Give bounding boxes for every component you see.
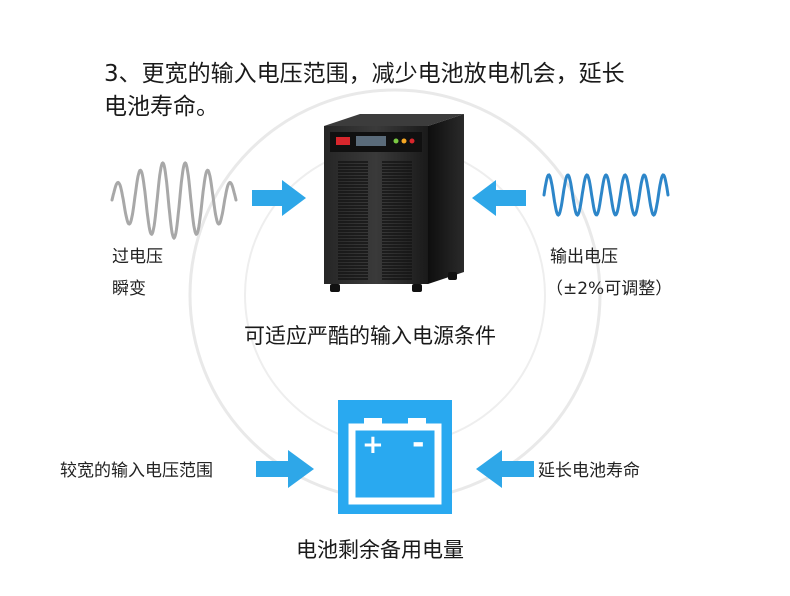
- ups-cabinet-icon: [324, 114, 464, 292]
- overvoltage-label: 过电压 瞬变: [112, 244, 163, 302]
- battery-icon: + -: [338, 400, 452, 514]
- output-voltage-label-line-2: （±2%可调整）: [546, 279, 673, 299]
- top-caption: 可适应严酷的输入电源条件: [244, 324, 496, 348]
- wide-input-voltage-label: 较宽的输入电压范围: [60, 461, 213, 481]
- left-arrow-icon: [476, 450, 534, 488]
- right-arrow-icon: [256, 450, 314, 488]
- overvoltage-label-line-2: 瞬变: [112, 279, 146, 299]
- bottom-caption: 电池剩余备用电量: [296, 538, 464, 562]
- heading: 3、更宽的输入电压范围，减少电池放电机会，延长 电池寿命。: [104, 58, 724, 124]
- overvoltage-label-line-1: 过电压: [112, 247, 163, 267]
- extend-battery-life-label: 延长电池寿命: [538, 461, 640, 481]
- battery-minus-sign: -: [412, 426, 425, 461]
- output-voltage-label-line-1: 输出电压: [550, 247, 618, 267]
- heading-line-1: 3、更宽的输入电压范围，减少电池放电机会，延长: [104, 61, 625, 87]
- right-arrow-icon: [252, 180, 306, 216]
- output-voltage-label: 输出电压 （±2%可调整）: [546, 244, 672, 302]
- battery-plus-sign: +: [362, 430, 384, 460]
- blue-wave-icon: [542, 173, 670, 217]
- left-arrow-icon: [472, 180, 526, 216]
- gray-wave-icon: [110, 161, 238, 240]
- heading-line-2: 电池寿命。: [104, 94, 219, 120]
